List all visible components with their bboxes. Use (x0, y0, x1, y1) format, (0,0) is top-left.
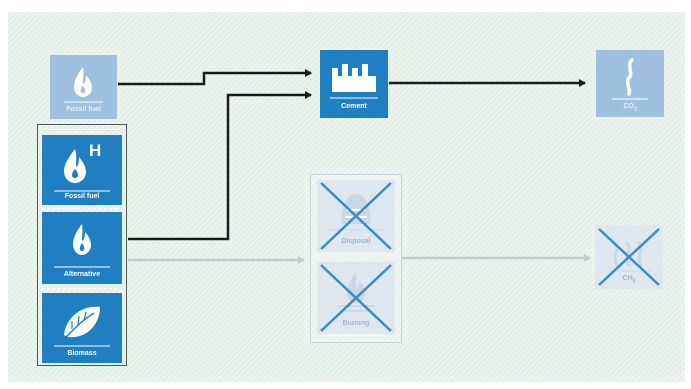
biomass-label: Biomass (67, 350, 97, 357)
cross-icon (320, 182, 392, 250)
alternative-node: Alternative (42, 212, 122, 284)
flame-icon (54, 224, 110, 268)
flame-icon (64, 67, 103, 103)
burning-label: Burning (342, 320, 370, 327)
cement-node: Cement (320, 50, 388, 118)
hydrogen-badge: H (89, 141, 102, 160)
leaf-icon (54, 306, 110, 347)
burning-node: Burning (317, 262, 395, 334)
cross-icon (320, 264, 392, 332)
separator (42, 288, 122, 289)
fuel-group-frame (37, 124, 127, 366)
cement-label: Cement (341, 103, 367, 110)
separator (42, 208, 122, 209)
ch4-label: CH4 (622, 275, 636, 285)
co2-label: CO2 (623, 103, 637, 113)
fossil-fuel-h-label: Fossil fuel (64, 193, 100, 200)
cross-icon (598, 228, 660, 286)
disposal-node: Disposal (317, 180, 395, 252)
biomass-node: Biomass (42, 293, 122, 363)
smoke-icon (612, 58, 648, 100)
fossil-fuel-top-node: Fossil fuel (50, 55, 117, 119)
factory-icon (330, 64, 378, 99)
flame-icon (54, 149, 110, 192)
fossil-fuel-h-node: H Fossil fuel (42, 135, 122, 205)
disposal-label: Disposal (341, 238, 371, 245)
alternative-label: Alternative (63, 271, 101, 278)
ch4-node: CH4 (595, 225, 663, 289)
co2-node: CO2 (596, 50, 664, 117)
fossil-fuel-top-label: Fossil fuel (66, 106, 101, 113)
arrow-fossil-to-cement (118, 69, 312, 86)
arrow-alternative-to-cement (128, 91, 312, 241)
